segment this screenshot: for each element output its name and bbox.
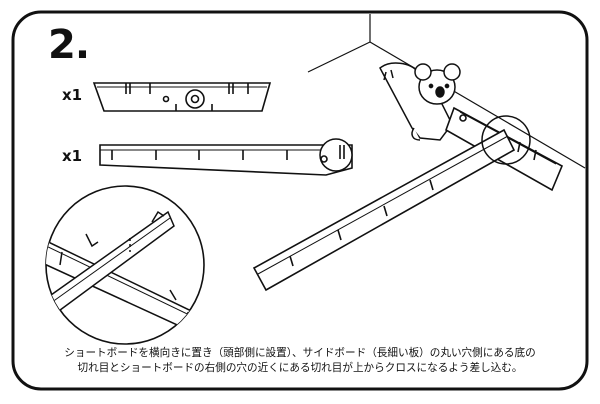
short-board-quantity: x1 <box>62 86 83 104</box>
step-number: 2. <box>48 22 90 68</box>
side-board-part-icon <box>99 138 353 176</box>
side-board-quantity: x1 <box>62 147 83 165</box>
koala-icon <box>379 62 461 141</box>
room-corner <box>307 14 586 169</box>
installed-side-board <box>252 128 516 292</box>
magnified-joint-icon <box>45 185 205 345</box>
instruction-text: ショートボードを横向きに置き（頭部側に設置）、サイドボード（長細い板）の丸い穴側… <box>30 346 570 376</box>
instruction-line-2: 切れ目とショートボードの右側の穴の近くにある切れ目が上からクロスになるよう差し込… <box>77 362 523 374</box>
instruction-line-1: ショートボードを横向きに置き（頭部側に設置）、サイドボード（長細い板）の丸い穴側… <box>64 347 536 359</box>
joint-highlight-circle <box>481 115 531 165</box>
short-board-part-icon <box>92 82 272 112</box>
